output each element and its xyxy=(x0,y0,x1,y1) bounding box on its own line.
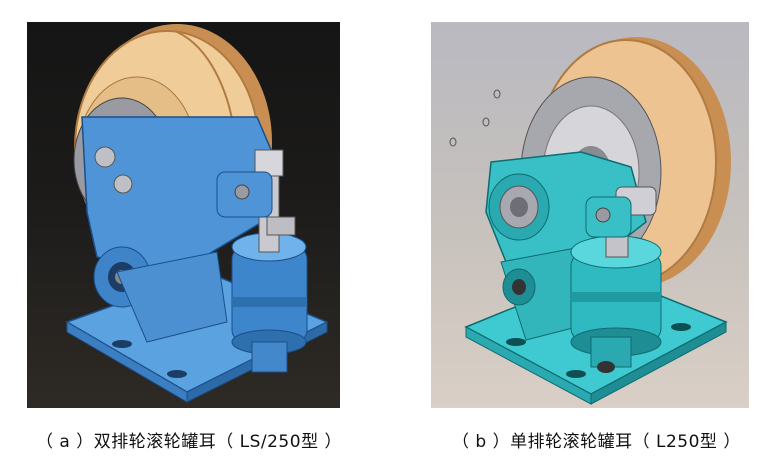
image-panel-a xyxy=(27,22,340,408)
roller-assembly-b-illustration xyxy=(449,37,731,405)
caption-a: （ a ）双排轮滚轮罐耳（ LS/250型 ） xyxy=(36,432,342,452)
image-panel-b xyxy=(431,22,749,408)
roller-assembly-a-illustration xyxy=(65,24,329,403)
caption-b: （ b ）单排轮滚轮罐耳（ L250型 ） xyxy=(452,432,741,452)
